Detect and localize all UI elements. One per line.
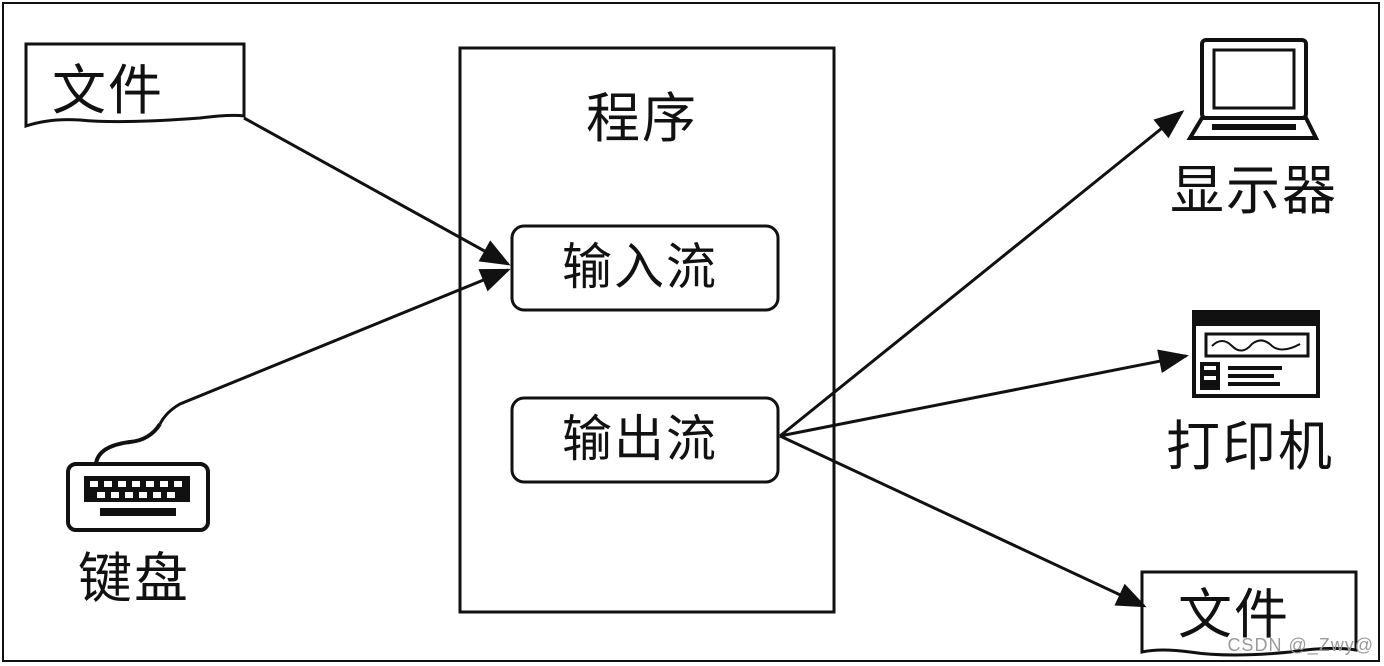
keyboard-label: 键盘 — [78, 547, 190, 610]
output-file-label: 文件 — [1178, 583, 1290, 646]
arrow-output-to-monitor — [779, 110, 1185, 438]
printer-icon — [1192, 310, 1320, 398]
input-file-shape — [24, 42, 246, 129]
output-stream-box — [510, 396, 780, 484]
input-stream-box — [510, 224, 780, 312]
arrow-file-to-input — [243, 116, 511, 266]
output-stream-label: 输出流 — [562, 410, 718, 468]
watermark: CSDN @_Zwy@ — [1227, 635, 1374, 655]
printer-label: 打印机 — [1166, 415, 1334, 478]
program-box — [458, 46, 836, 614]
input-stream-label: 输入流 — [562, 238, 718, 296]
arrow-output-to-file — [779, 434, 1147, 608]
output-file-shape — [1140, 570, 1358, 657]
arrow-keyboard-to-input — [158, 268, 511, 425]
input-file-label: 文件 — [52, 59, 164, 122]
keyboard-icon — [66, 422, 210, 532]
program-title: 程序 — [586, 87, 698, 150]
monitor-icon — [1186, 38, 1320, 140]
arrow-output-to-printer — [779, 349, 1189, 438]
monitor-label: 显示器 — [1170, 159, 1338, 222]
